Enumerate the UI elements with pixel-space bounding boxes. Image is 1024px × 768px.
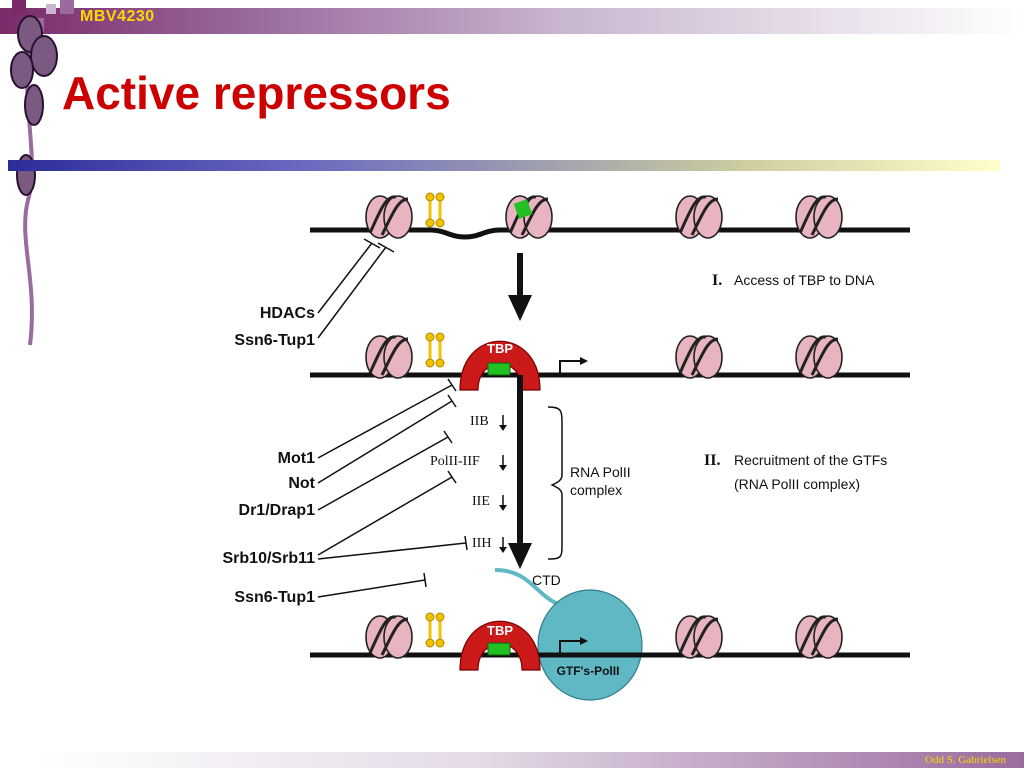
dna-row-2: TBP bbox=[310, 331, 910, 391]
repressor-not: Not bbox=[288, 475, 315, 492]
repressor-ssn6-tup1-bottom: Ssn6-Tup1 bbox=[234, 589, 315, 606]
step-2-numeral: II. bbox=[704, 452, 720, 469]
repressor-mechanism-diagram: I. Access of TBP to DNA HDACs Ssn6-Tup1 … bbox=[223, 191, 910, 701]
ctd-tail bbox=[494, 568, 561, 607]
header-bar bbox=[0, 8, 1024, 34]
factor-polii-iif: PolII-IIF bbox=[430, 454, 480, 469]
repressor-ssn6-tup1-top: Ssn6-Tup1 bbox=[234, 332, 315, 349]
ctd-label: CTD bbox=[532, 572, 561, 588]
dna-row-1 bbox=[310, 191, 910, 240]
step-1-numeral: I. bbox=[712, 272, 722, 289]
factor-iie: IIE bbox=[472, 494, 490, 509]
decorative-beads-icon bbox=[10, 0, 74, 346]
factor-iih: IIH bbox=[472, 536, 491, 551]
repressor-mot1: Mot1 bbox=[278, 450, 315, 467]
step-arrow-2 bbox=[508, 375, 532, 569]
course-code: MBV4230 bbox=[80, 8, 155, 25]
step-arrow-1 bbox=[508, 253, 532, 321]
complex-label-line-2: complex bbox=[570, 482, 622, 498]
footer-author: Odd S. Gabrielsen bbox=[925, 754, 1006, 766]
slide-title: Active repressors bbox=[62, 67, 451, 119]
repressor-srb10-srb11: Srb10/Srb11 bbox=[223, 550, 316, 567]
complex-brace bbox=[547, 406, 563, 560]
repressor-dr1-drap1: Dr1/Drap1 bbox=[239, 502, 316, 519]
step-2-label-line-2: (RNA PolII complex) bbox=[734, 476, 860, 492]
dna-row-3: TBP GTF's-PolII bbox=[310, 589, 910, 701]
title-divider bbox=[8, 160, 1000, 171]
factor-iib: IIB bbox=[470, 414, 489, 429]
inhibition-lines-top bbox=[317, 238, 395, 339]
tbp-label-row-2: TBP bbox=[487, 341, 513, 356]
complex-label-line-1: RNA PolII bbox=[570, 464, 631, 480]
step-2-label-line-1: Recruitment of the GTFs bbox=[734, 452, 887, 468]
tbp-label-row-3: TBP bbox=[487, 623, 513, 638]
step-1-label: Access of TBP to DNA bbox=[734, 272, 875, 288]
repressor-hdacs: HDACs bbox=[260, 305, 315, 322]
inhibition-lines-middle bbox=[317, 378, 468, 598]
gtf-factor-list: IIB PolII-IIF IIE IIH bbox=[430, 414, 507, 553]
gtf-polii-label: GTF's-PolII bbox=[557, 664, 620, 678]
footer-bar bbox=[36, 752, 1024, 768]
